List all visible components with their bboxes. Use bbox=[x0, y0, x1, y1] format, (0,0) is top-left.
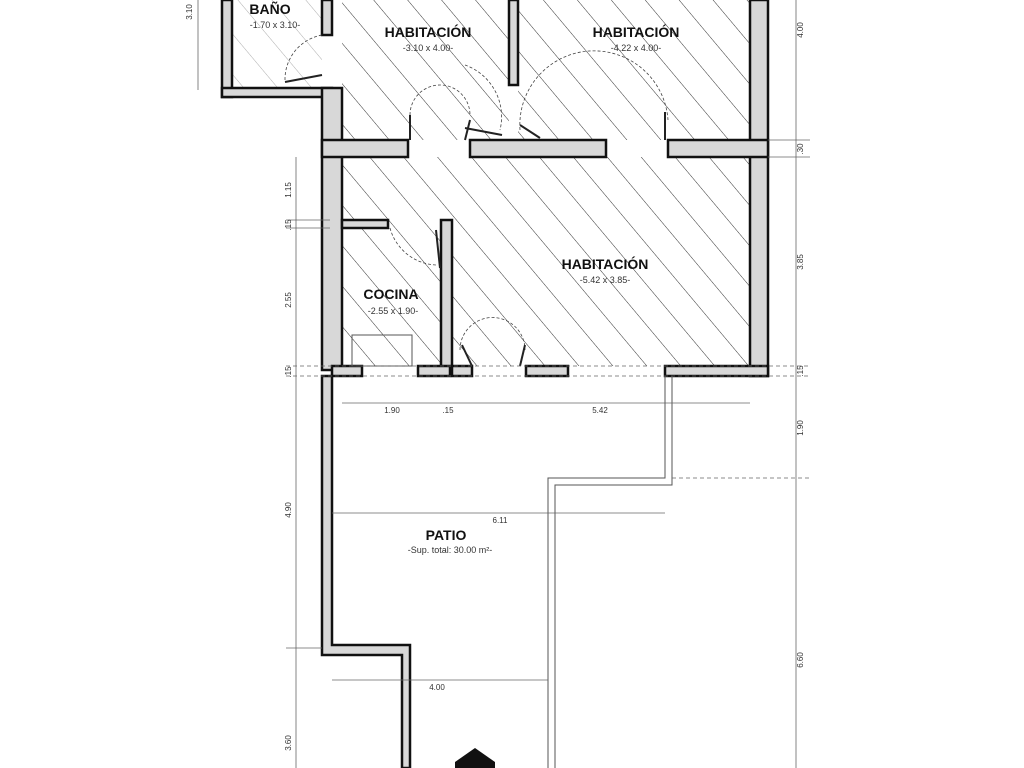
dim-right: .30 bbox=[796, 143, 805, 155]
room-size-habitacion-3: -5.42 x 3.85- bbox=[580, 275, 631, 285]
dim-left: .15 bbox=[284, 219, 293, 231]
walls bbox=[220, 0, 770, 768]
dim-right: 4.00 bbox=[796, 22, 805, 38]
room-size-bano: -1.70 x 3.10- bbox=[250, 20, 301, 30]
dim-horizontal: 6.11 bbox=[493, 516, 509, 525]
room-name-habitacion-2: HABITACIÓN bbox=[593, 23, 680, 40]
north-arrow-icon bbox=[455, 748, 495, 768]
dimension-lines bbox=[197, 0, 810, 768]
dim-left: 3.10 bbox=[185, 4, 194, 20]
doors bbox=[284, 34, 669, 367]
dim-left: 4.90 bbox=[284, 502, 293, 518]
dim-horizontal: 5.42 bbox=[592, 406, 608, 415]
room-size-cocina: -2.55 x 1.90- bbox=[368, 306, 419, 316]
room-size-habitacion-1: -3.10 x 4.00- bbox=[403, 43, 454, 53]
hatched-floor bbox=[232, 0, 750, 366]
room-size-habitacion-2: -4.22 x 4.00- bbox=[611, 43, 662, 53]
patio-boundary bbox=[351, 334, 673, 768]
room-name-bano: BAÑO bbox=[249, 0, 290, 17]
dim-left: .15 bbox=[284, 366, 293, 378]
room-name-habitacion-1: HABITACIÓN bbox=[385, 23, 472, 40]
dim-right: 1.90 bbox=[796, 420, 805, 436]
room-name-patio: PATIO bbox=[426, 527, 467, 543]
room-size-patio: -Sup. total: 30.00 m²- bbox=[408, 545, 493, 555]
dim-right: 3.85 bbox=[796, 254, 805, 270]
dim-horizontal: 1.90 bbox=[384, 406, 400, 415]
dim-horizontal: 4.00 bbox=[429, 683, 445, 692]
room-name-cocina: COCINA bbox=[363, 286, 418, 302]
room-name-habitacion-3: HABITACIÓN bbox=[562, 255, 649, 272]
dim-horizontal: .15 bbox=[442, 406, 454, 415]
dim-left: 2.55 bbox=[284, 292, 293, 308]
dim-right: .15 bbox=[796, 365, 805, 377]
dim-left: 3.60 bbox=[284, 735, 293, 751]
dim-right: 6.60 bbox=[796, 652, 805, 668]
dim-left: 1.15 bbox=[284, 182, 293, 198]
